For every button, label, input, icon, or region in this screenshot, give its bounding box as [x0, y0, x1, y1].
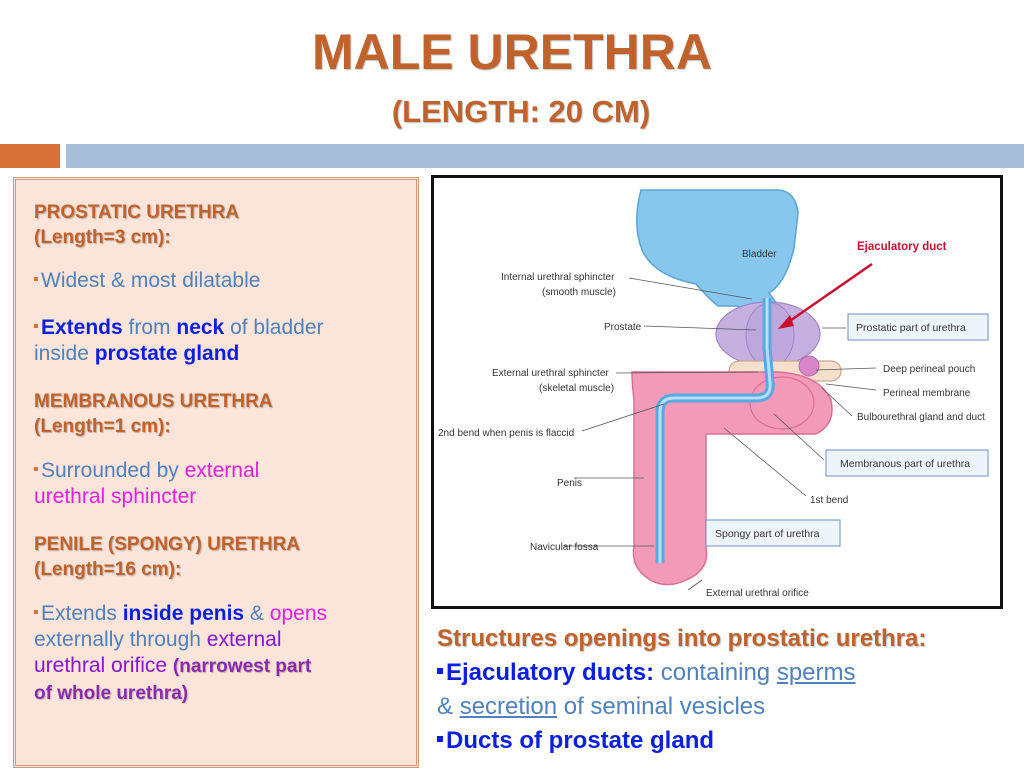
- spongy-part-box: [705, 519, 841, 547]
- label-perineal-membrane: Perineal membrane: [883, 388, 971, 399]
- prostatic-heading-length: (Length=3 cm):: [34, 227, 171, 248]
- label-spongy-part: Spongy part of urethra: [715, 528, 820, 540]
- bullet-square-icon: [34, 277, 38, 282]
- label-ejaculatory-duct: Ejaculatory duct: [857, 241, 947, 253]
- membranous-text-1: Surrounded by: [41, 459, 185, 482]
- membranous-part-box: [825, 449, 989, 477]
- prostatic-bullet-1-text: Widest & most dilatable: [41, 269, 261, 292]
- urethra-lumen: [658, 298, 772, 563]
- penile-text-opens: opens: [269, 602, 327, 625]
- penile-text-inside-penis: inside penis: [122, 602, 245, 625]
- prostatic-bullet-2: Extends from neck of bladder inside prost…: [34, 315, 404, 367]
- sperms-link-text: sperms: [776, 659, 856, 686]
- label-bladder: Bladder: [742, 249, 777, 260]
- word-of-bladder: of bladder: [224, 316, 324, 339]
- penile-text-extends: Extends: [41, 602, 123, 625]
- label-external-sphincter-1: External urethral sphincter: [492, 368, 609, 379]
- label-second-bend: 2nd bend when penis is flaccid: [438, 428, 574, 439]
- penile-text-amp: &: [244, 602, 270, 625]
- word-extends: Extends: [41, 316, 123, 339]
- prostatic-part-box: [847, 313, 989, 341]
- bottom-text-section: Structures openings into prostatic ureth…: [437, 622, 1024, 758]
- page-subtitle: (LENGTH: 20 CM): [391, 94, 651, 129]
- label-bulbourethral: Bulbourethral gland and duct: [857, 412, 985, 423]
- header-bar: [66, 144, 1024, 168]
- membranous-heading-length: (Length=1 cm):: [34, 416, 171, 437]
- penile-text-externally: externally through: [34, 628, 207, 651]
- containing-text: containing: [654, 659, 777, 686]
- ejaculatory-arrow: [783, 262, 873, 327]
- prostate-ducts-label: Ducts of prostate gland: [446, 727, 715, 754]
- word-prostate-gland: prostate gland: [94, 342, 240, 365]
- membranous-text-external: external: [184, 459, 260, 482]
- prostatic-heading-title: PROSTATIC URETHRA: [34, 202, 240, 223]
- amp-text: &: [437, 693, 460, 720]
- membranous-heading-title: MEMBRANOUS URETHRA: [34, 391, 273, 412]
- membranous-heading: MEMBRANOUS URETHRA (Length=1 cm):: [34, 389, 404, 439]
- openings-line-3: Ducts of prostate gland: [437, 724, 1024, 758]
- bladder-shape: [636, 189, 799, 330]
- penile-bullet-1: Extends inside penis & opens externally t…: [34, 601, 404, 707]
- openings-line-1: Ejaculatory ducts: containing sperms: [437, 656, 1024, 690]
- prostatic-bullet-1: Widest & most dilatable: [34, 268, 404, 294]
- seminal-vesicles-text: of seminal vesicles: [557, 693, 766, 720]
- bullet-square-icon: [34, 324, 38, 329]
- label-first-bend: 1st bend: [810, 495, 848, 506]
- label-prostate: Prostate: [604, 322, 642, 333]
- bullet-square-icon: [437, 735, 443, 742]
- label-membranous-part: Membranous part of urethra: [840, 458, 970, 470]
- bullet-square-icon: [34, 610, 38, 615]
- label-penis: Penis: [557, 478, 582, 489]
- label-external-orifice: External urethral orifice: [706, 588, 809, 599]
- label-deep-perineal-pouch: Deep perineal pouch: [883, 364, 975, 375]
- penile-text-orifice: urethral orifice: [34, 654, 173, 677]
- bullet-square-icon: [437, 667, 443, 674]
- left-panel-content: PROSTATIC URETHRA (Length=3 cm): Widest …: [34, 200, 404, 707]
- openings-line-2: & secretion of seminal vesicles: [437, 690, 1024, 724]
- label-prostatic-part: Prostatic part of urethra: [856, 322, 966, 334]
- secretion-text: secretion: [459, 693, 558, 720]
- word-from: from: [122, 316, 177, 339]
- bulbourethral-gland: [798, 355, 820, 377]
- bullet-square-icon: [34, 467, 38, 472]
- accent-bar: [0, 144, 60, 168]
- label-navicular-fossa: Navicular fossa: [530, 542, 599, 553]
- label-internal-sphincter-2: (smooth muscle): [542, 287, 616, 298]
- penile-text-external: external: [206, 628, 282, 651]
- penile-text-whole-urethra: of whole urethra): [34, 683, 189, 704]
- penile-heading-title: PENILE (SPONGY) URETHRA: [34, 534, 301, 555]
- penile-heading: PENILE (SPONGY) URETHRA (Length=16 cm):: [34, 532, 404, 582]
- left-text-panel: PROSTATIC URETHRA (Length=3 cm): Widest …: [13, 177, 419, 768]
- ejaculatory-ducts-label: Ejaculatory ducts:: [446, 659, 655, 686]
- label-external-sphincter-2: (skeletal muscle): [539, 383, 614, 394]
- prostatic-heading: PROSTATIC URETHRA (Length=3 cm):: [34, 200, 404, 250]
- page-title: MALE URETHRA: [312, 24, 712, 80]
- openings-heading: Structures openings into prostatic ureth…: [437, 625, 927, 652]
- word-inside: inside: [34, 342, 95, 365]
- penile-heading-length: (Length=16 cm):: [34, 559, 182, 580]
- membranous-bullet-1: Surrounded by external urethral sphincter: [34, 458, 404, 510]
- anatomy-diagram: Bladder Ejaculatory duct Internal urethr…: [438, 189, 989, 599]
- membranous-text-sphincter: urethral sphincter: [34, 485, 197, 508]
- word-neck: neck: [176, 316, 225, 339]
- urethra-anatomy-figure: Bladder Ejaculatory duct Internal urethr…: [431, 175, 1003, 609]
- ejaculatory-arrowhead: [778, 315, 794, 329]
- penile-text-narrowest: (narrowest part: [172, 656, 312, 677]
- label-internal-sphincter-1: Internal urethral sphincter: [501, 272, 615, 283]
